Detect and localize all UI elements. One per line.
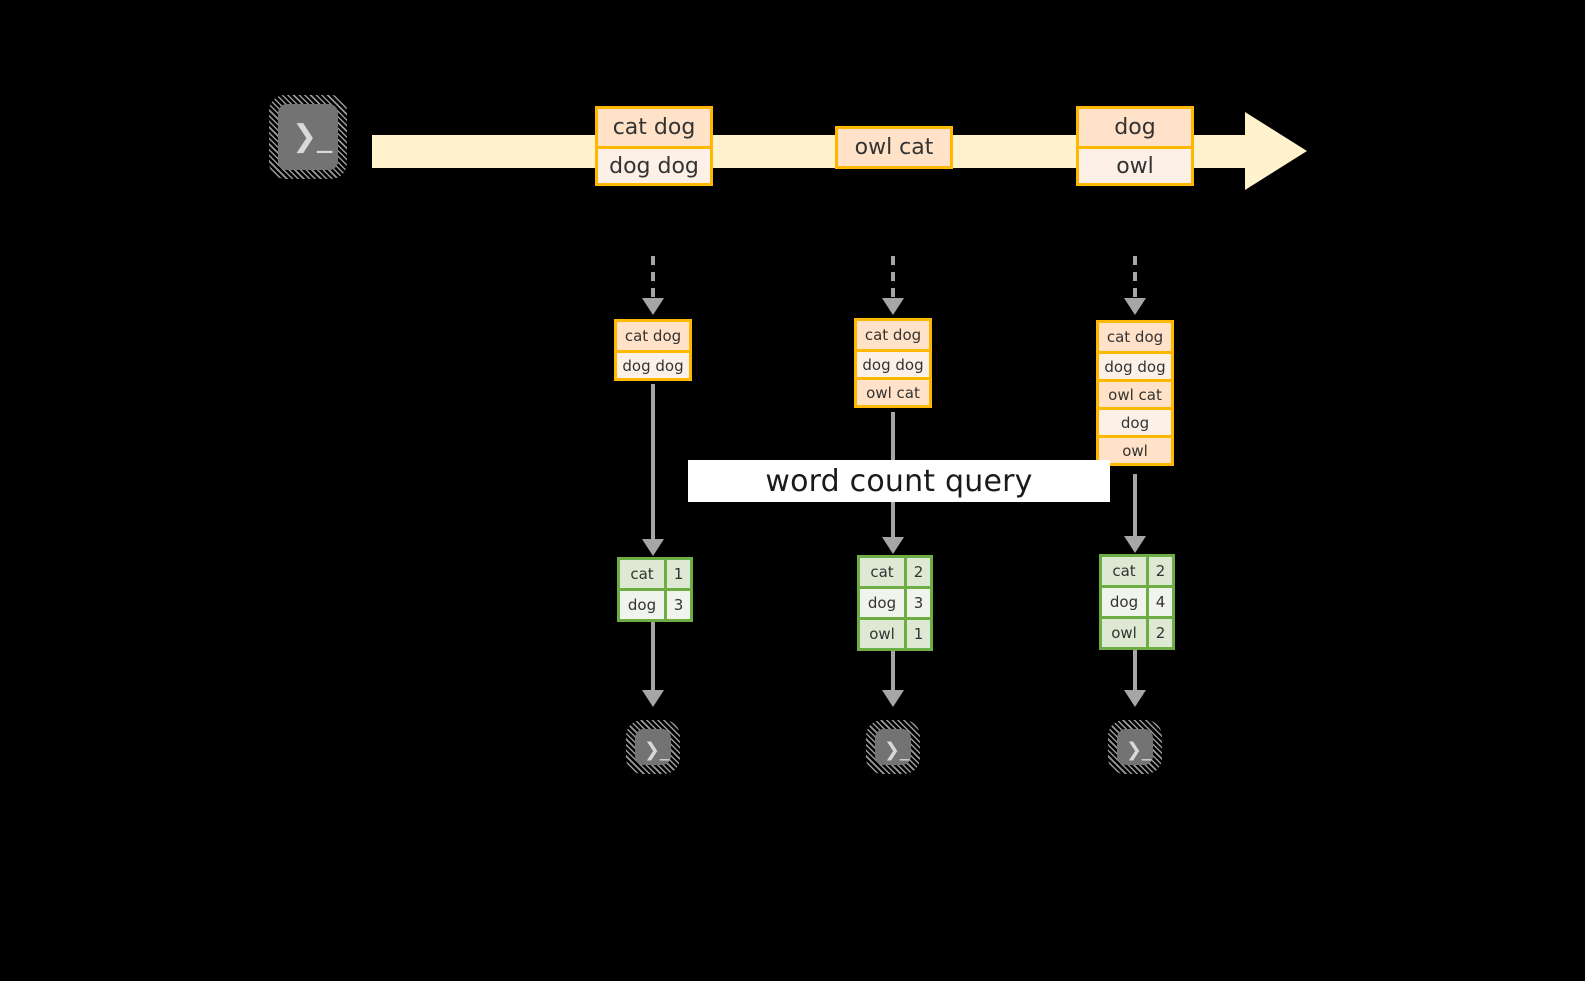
table-row: cat 2 <box>1102 557 1172 585</box>
col1-result-table: cat 1 dog 3 <box>617 557 693 622</box>
table-row: owl 2 <box>1102 616 1172 647</box>
source-terminal-icon: ❯_ <box>269 95 347 179</box>
result-count: 2 <box>1146 557 1172 585</box>
terminal-prompt-glyph: ❯_ <box>644 739 670 761</box>
col3-sink-terminal-icon: ❯_ <box>1108 720 1162 774</box>
message-line: dog dog <box>598 146 710 183</box>
state-line: owl cat <box>857 377 929 405</box>
table-row: cat 1 <box>620 560 690 588</box>
state-line: cat dog <box>617 322 689 350</box>
state-line: dog dog <box>617 350 689 378</box>
col3-result-table: cat 2 dog 4 owl 2 <box>1099 554 1175 650</box>
result-count: 1 <box>664 560 690 588</box>
result-count: 4 <box>1146 588 1172 616</box>
result-count: 2 <box>1146 619 1172 647</box>
col2-sink-line <box>891 651 895 693</box>
ingest-arrow-head <box>882 298 904 315</box>
state-line: dog dog <box>857 349 929 377</box>
query-label-banner: word count query <box>688 460 1110 502</box>
col3-sink-arrow-head <box>1124 690 1146 707</box>
table-row: dog 3 <box>620 588 690 619</box>
result-word: owl <box>860 620 904 648</box>
result-word: dog <box>860 589 904 617</box>
col1-sink-line <box>651 622 655 692</box>
result-word: cat <box>860 558 904 586</box>
col1-query-arrow-head <box>642 539 664 556</box>
ingest-dashed-line <box>1133 256 1137 300</box>
col2-query-arrow-head <box>882 537 904 554</box>
col2-stream-state: cat dog dog dog owl cat <box>854 318 932 408</box>
col2-sink-arrow-head <box>882 690 904 707</box>
result-count: 3 <box>664 591 690 619</box>
col3-sink-line <box>1133 650 1137 693</box>
result-word: cat <box>620 560 664 588</box>
result-word: dog <box>1102 588 1146 616</box>
terminal-body <box>875 729 911 765</box>
message-line: cat dog <box>598 109 710 146</box>
col1-sink-terminal-icon: ❯_ <box>626 720 680 774</box>
ingest-dashed-line <box>891 256 895 300</box>
terminal-body <box>278 104 338 170</box>
table-row: dog 3 <box>860 586 930 617</box>
terminal-body <box>635 729 671 765</box>
col1-query-line <box>651 384 655 548</box>
col1-stream-state: cat dog dog dog <box>614 319 692 381</box>
ingest-dashed-line <box>651 256 655 300</box>
message-line: dog <box>1079 109 1191 146</box>
message-line: owl cat <box>838 129 950 166</box>
ingest-arrow-head <box>642 298 664 315</box>
col3-query-line <box>1133 474 1137 546</box>
state-line: dog <box>1099 407 1171 435</box>
stream-message-1: cat dog dog dog <box>595 106 713 186</box>
col1-sink-arrow-head <box>642 690 664 707</box>
col2-result-table: cat 2 dog 3 owl 1 <box>857 555 933 651</box>
col2-sink-terminal-icon: ❯_ <box>866 720 920 774</box>
table-row: cat 2 <box>860 558 930 586</box>
result-word: owl <box>1102 619 1146 647</box>
table-row: dog 4 <box>1102 585 1172 616</box>
stream-message-2: owl cat <box>835 126 953 169</box>
result-count: 3 <box>904 589 930 617</box>
terminal-prompt-glyph: ❯_ <box>292 119 333 154</box>
table-row: owl 1 <box>860 617 930 648</box>
terminal-prompt-glyph: ❯_ <box>1126 739 1152 761</box>
stream-message-3: dog owl <box>1076 106 1194 186</box>
message-line: owl <box>1079 146 1191 183</box>
state-line: owl <box>1099 435 1171 463</box>
col3-query-arrow-head <box>1124 536 1146 553</box>
state-line: dog dog <box>1099 351 1171 379</box>
terminal-prompt-glyph: ❯_ <box>884 739 910 761</box>
result-count: 1 <box>904 620 930 648</box>
query-label-text: word count query <box>765 463 1033 499</box>
state-line: owl cat <box>1099 379 1171 407</box>
state-line: cat dog <box>857 321 929 349</box>
result-word: cat <box>1102 557 1146 585</box>
ingest-arrow-head <box>1124 298 1146 315</box>
result-count: 2 <box>904 558 930 586</box>
terminal-body <box>1117 729 1153 765</box>
state-line: cat dog <box>1099 323 1171 351</box>
result-word: dog <box>620 591 664 619</box>
col3-stream-state: cat dog dog dog owl cat dog owl <box>1096 320 1174 466</box>
